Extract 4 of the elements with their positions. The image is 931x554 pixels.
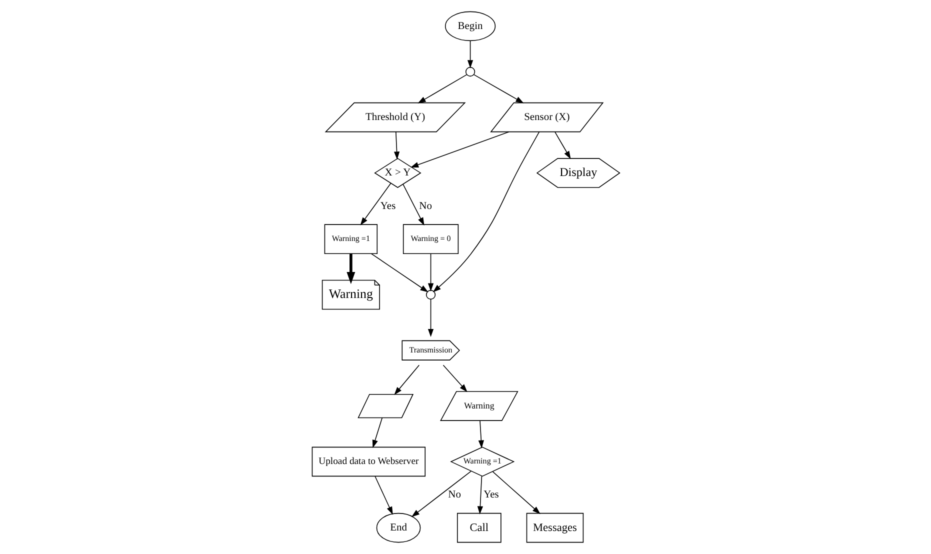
edge-label: No: [448, 489, 460, 500]
edge-label: No: [418, 200, 432, 212]
edge-label: Yes: [380, 200, 396, 212]
edge-label: Yes: [483, 489, 498, 500]
